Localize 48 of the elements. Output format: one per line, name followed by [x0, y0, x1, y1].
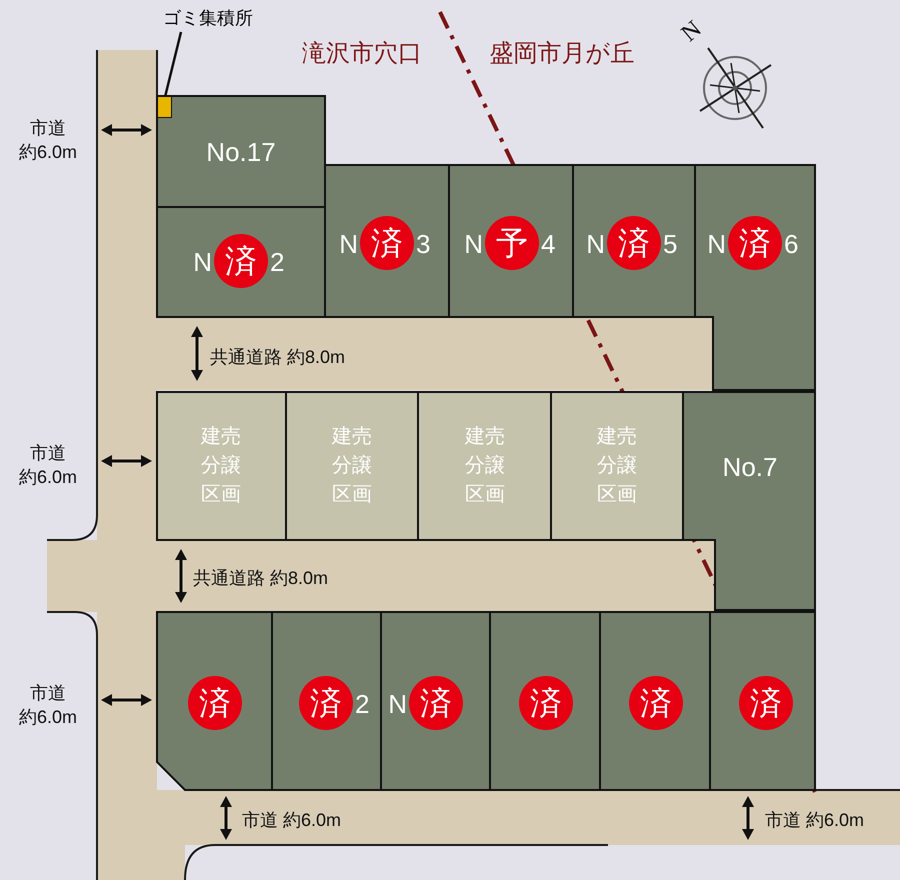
lot-number: N	[707, 229, 726, 259]
lot-number: N	[339, 229, 358, 259]
sale-lot	[418, 392, 551, 540]
road-width-label: 市道約6.0m	[18, 442, 78, 489]
lot	[695, 165, 815, 390]
lot-type-label: 建売分譲区画	[330, 424, 373, 508]
lot	[683, 392, 815, 610]
lot-number: 2	[270, 247, 284, 277]
lot-number: N	[464, 229, 483, 259]
road-width-label: 市道 約6.0m	[765, 809, 864, 832]
lot	[490, 612, 600, 790]
lot-number: 5	[663, 229, 678, 259]
road-width-label: 共通道路 約8.0m	[193, 567, 328, 590]
road-width-label: 共通道路 約8.0m	[210, 346, 346, 369]
collection-point-box	[157, 96, 172, 118]
road-width-label: 市道約6.0m	[18, 682, 78, 729]
lot-type-label: 建売分譲区画	[200, 424, 242, 508]
lot-type-label: 建売分譲区画	[464, 424, 506, 508]
sale-lot	[157, 392, 286, 540]
lot	[157, 612, 272, 790]
sale-lot	[551, 392, 683, 540]
lot-number: N	[193, 247, 212, 277]
lot	[449, 165, 573, 317]
lot	[157, 207, 325, 317]
lot-number: 4	[541, 229, 556, 259]
sale-lot	[286, 392, 418, 540]
place-label: ゴミ集積所	[163, 6, 253, 30]
lot	[272, 612, 381, 790]
north-label: N	[676, 16, 708, 48]
lot	[600, 612, 710, 790]
lot-number: No.17	[206, 137, 276, 167]
lot	[157, 96, 325, 207]
lot	[325, 165, 449, 317]
road-width-label: 市道約6.0m	[18, 117, 78, 164]
lot-number: 2	[355, 689, 370, 719]
lot-number: N	[388, 689, 407, 719]
lot-number: No.7	[722, 452, 778, 482]
lot-number: 6	[784, 229, 798, 259]
lot-number: 3	[416, 229, 430, 259]
road-width-label: 市道 約6.0m	[242, 809, 342, 832]
lot	[573, 165, 695, 317]
area-label: 滝沢市穴口	[302, 39, 422, 69]
area-label: 盛岡市月が丘	[490, 39, 634, 69]
lot	[710, 612, 815, 790]
lot	[381, 612, 490, 790]
lot-number: N	[586, 229, 605, 259]
lot-type-label: 建売分譲区画	[596, 424, 638, 508]
leader-line	[164, 32, 182, 98]
